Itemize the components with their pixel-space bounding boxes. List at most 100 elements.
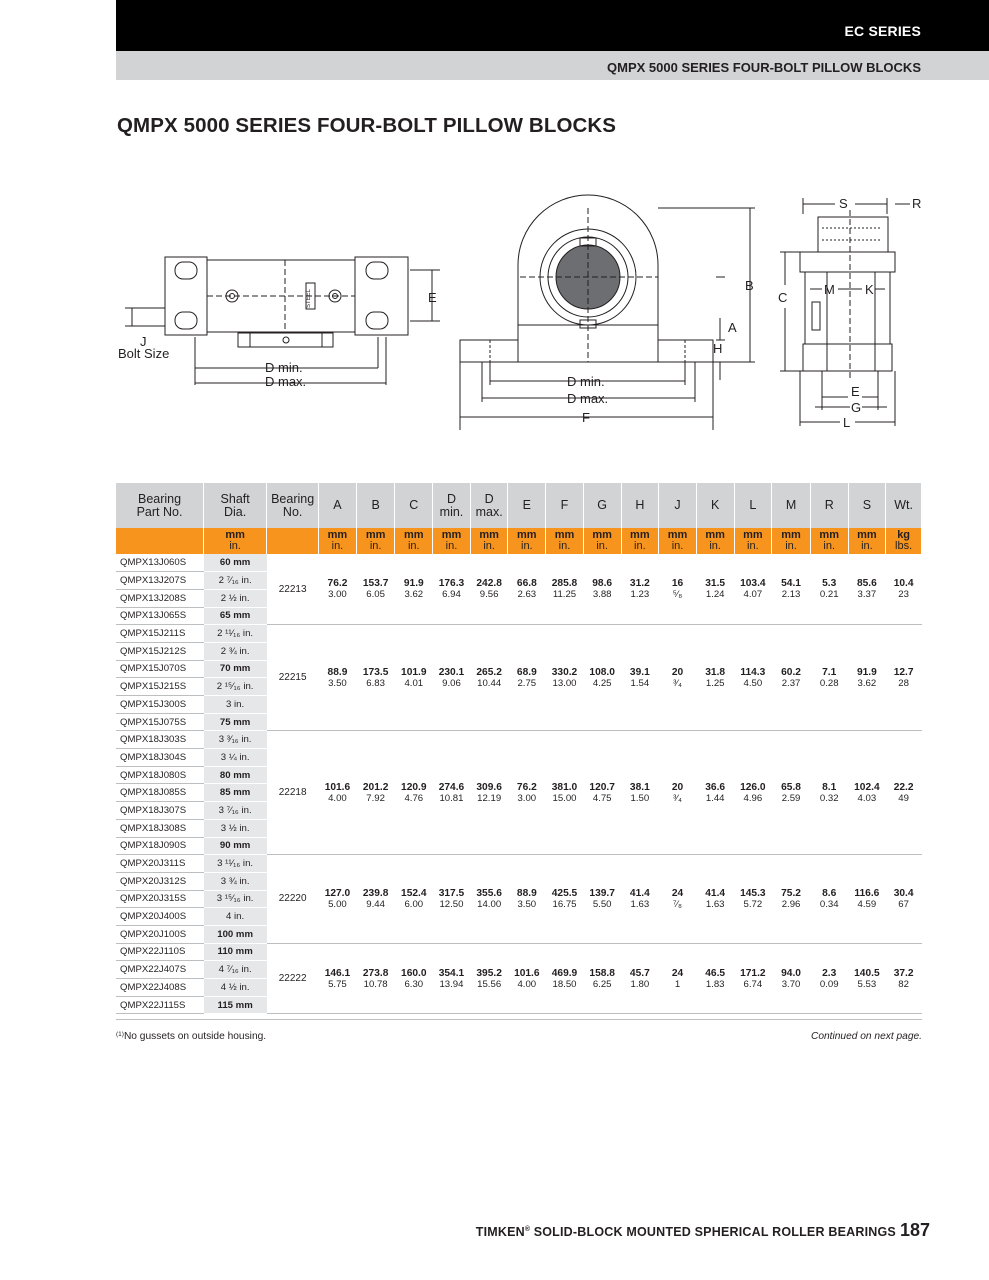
dimension-primary: 39.1 xyxy=(629,666,650,678)
dimension-primary: 10.4 xyxy=(893,578,914,590)
shaft-dia-cell: 100 mm xyxy=(203,925,267,944)
column-header-line: R xyxy=(824,498,834,512)
dimension-primary: 7.1 xyxy=(822,666,837,678)
part-number-cell: QMPX22J110S xyxy=(116,943,204,962)
g-label: G xyxy=(851,400,861,415)
shaft-dia-cell: 3 in. xyxy=(203,695,267,714)
page-title: QMPX 5000 SERIES FOUR-BOLT PILLOW BLOCKS xyxy=(117,114,617,137)
footnote: (1)No gussets on outside housing. xyxy=(116,1031,266,1042)
unit-secondary: in. xyxy=(483,540,495,552)
dimension-primary: 176.3 xyxy=(438,578,465,590)
dimension-primary: 171.2 xyxy=(740,967,766,979)
dimension-primary: 8.1 xyxy=(822,781,837,793)
dimension-secondary: 4.00 xyxy=(328,792,347,804)
dimension-secondary: 1.23 xyxy=(630,589,650,601)
dimension-primary: 85.6 xyxy=(856,578,877,590)
part-number-cell: QMPX18J303S xyxy=(116,730,204,750)
dimension-secondary: 6.30 xyxy=(404,978,424,990)
dimension-primary: 31.5 xyxy=(705,578,726,590)
dimension-secondary: 67 xyxy=(898,898,909,910)
column-header: R xyxy=(810,483,849,528)
dimension-secondary: 4.96 xyxy=(743,792,763,804)
dimension-primary: 103.4 xyxy=(740,578,766,590)
dimension-secondary: 0.28 xyxy=(819,677,839,689)
column-header-line: D xyxy=(446,491,456,506)
dimension-secondary: 1.54 xyxy=(630,677,650,689)
dimension-primary: 425.5 xyxy=(551,887,578,899)
shaft-dia-cell: 3 ¹¹⁄₁₆ in. xyxy=(203,854,267,873)
unit-primary: kg xyxy=(897,529,911,541)
dimension-primary: 91.9 xyxy=(856,666,877,678)
column-header: F xyxy=(545,483,584,528)
dimension-secondary: 3.88 xyxy=(592,589,612,601)
unit-secondary: in. xyxy=(747,540,759,552)
dimension-primary: 242.8 xyxy=(476,578,502,590)
d-min-label-front: D min. xyxy=(567,374,605,389)
top-header-bar: EC SERIES xyxy=(116,0,989,51)
dimension-primary: 120.9 xyxy=(401,781,427,793)
unit-secondary: in. xyxy=(823,540,836,552)
unit-secondary: in. xyxy=(369,540,382,552)
part-number-cell: QMPX22J115S xyxy=(116,996,204,1015)
dimension-primary: 265.2 xyxy=(476,666,502,678)
d-max-label-top: D max. xyxy=(265,374,306,389)
series-label: EC SERIES xyxy=(844,23,921,39)
column-header: E xyxy=(507,483,547,528)
unit-secondary: in. xyxy=(331,540,344,552)
bearing-number-cell: 22213 xyxy=(266,554,319,626)
continued-note: Continued on next page. xyxy=(810,1031,922,1042)
dimension-secondary: 18.50 xyxy=(552,978,577,990)
dimension-secondary: 0.32 xyxy=(819,792,839,804)
unit-secondary: in. xyxy=(861,540,873,552)
dimension-primary: 75.2 xyxy=(781,887,801,899)
column-header-line: Bearing xyxy=(271,491,315,506)
dimension-primary: 5.3 xyxy=(822,578,837,590)
dimension-primary: 2.3 xyxy=(822,967,837,979)
dimension-secondary: 4.50 xyxy=(743,677,763,689)
shaft-dia-cell: 85 mm xyxy=(203,783,267,803)
shaft-dia-cell: 2 ½ in. xyxy=(203,589,267,608)
dimension-secondary: 49 xyxy=(898,792,909,804)
dimension-secondary: 1.44 xyxy=(705,792,725,804)
dimension-secondary: 2.75 xyxy=(517,677,537,689)
s-label: S xyxy=(839,196,848,211)
dimension-primary: 330.2 xyxy=(551,666,578,678)
shaft-dia-cell: 4 ⁷⁄₁₆ in. xyxy=(203,960,267,979)
dimension-primary: 354.1 xyxy=(438,967,465,979)
part-number-cell: QMPX18J080S xyxy=(116,766,204,785)
dimension-primary: 12.7 xyxy=(893,666,914,678)
column-header-line: A xyxy=(333,498,342,512)
column-header: H xyxy=(621,483,660,528)
technical-drawings: J Bolt Size D min. D max. E STEEL xyxy=(118,194,921,430)
dimension-secondary: 3.50 xyxy=(328,677,347,689)
unit-secondary: in. xyxy=(558,540,571,552)
dimension-primary: 317.5 xyxy=(438,887,465,899)
dimension-secondary: 6.83 xyxy=(366,677,385,689)
dimension-primary: 38.1 xyxy=(629,781,650,793)
